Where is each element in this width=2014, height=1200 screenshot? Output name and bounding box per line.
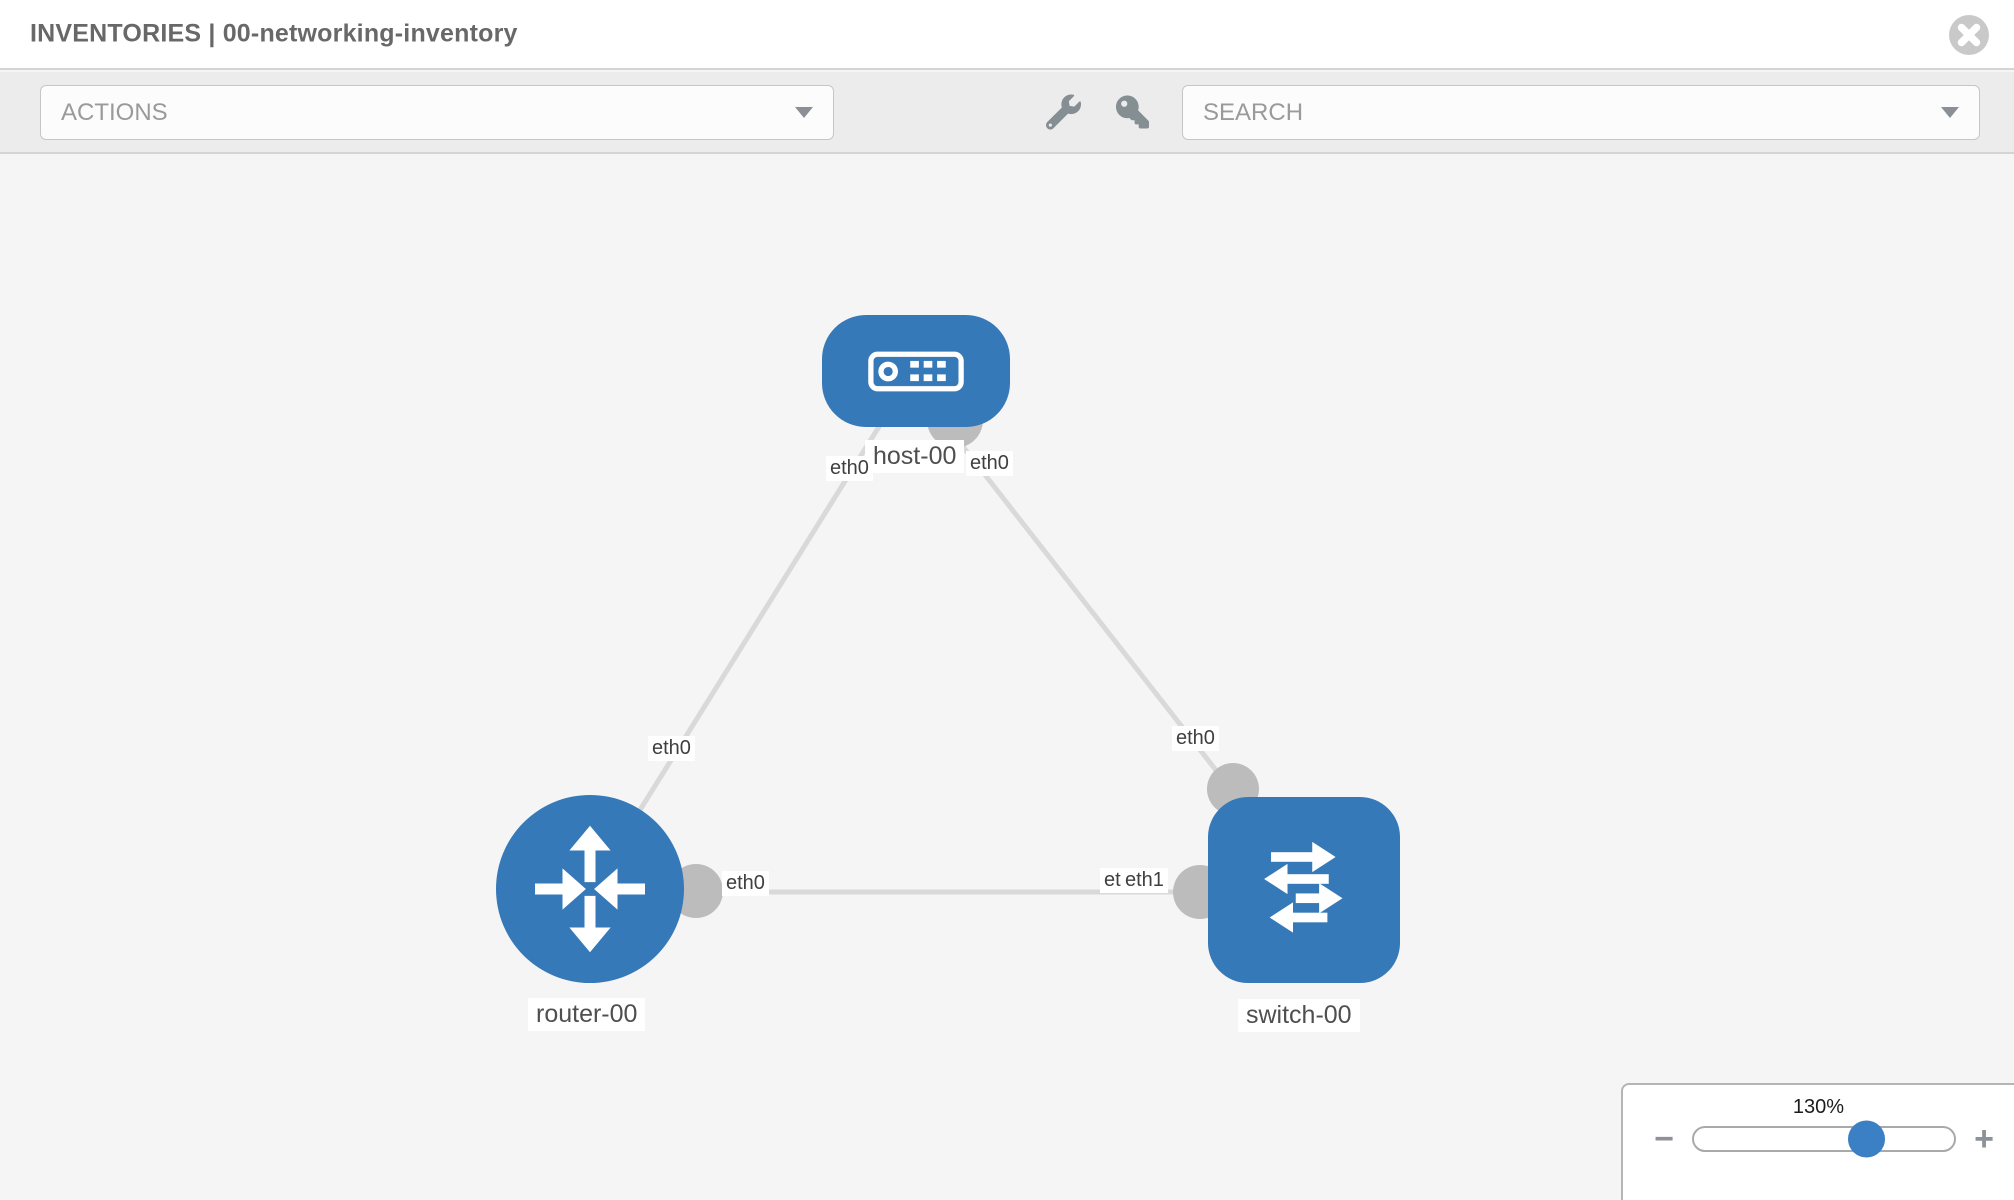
zoom-panel: 130% − + <box>1621 1083 2014 1200</box>
iface-label-switch-top: eth0 <box>1172 726 1219 751</box>
actions-dropdown-label: ACTIONS <box>61 98 168 126</box>
node-label-host: host-00 <box>865 440 965 473</box>
search-dropdown[interactable]: SEARCH <box>1182 85 1980 140</box>
iface-label-switch-left: eth1 <box>1121 868 1168 893</box>
iface-label-host-right: eth0 <box>966 451 1013 476</box>
node-label-switch: switch-00 <box>1238 999 1360 1032</box>
iface-label-router-right: eth0 <box>722 871 769 896</box>
actions-dropdown[interactable]: ACTIONS <box>40 85 834 140</box>
switch-icon <box>1264 841 1343 933</box>
zoom-out-button[interactable]: − <box>1654 1120 1674 1158</box>
credentials-button[interactable] <box>1116 95 1149 129</box>
zoom-slider-thumb[interactable] <box>1848 1120 1885 1158</box>
close-button[interactable] <box>1948 14 1990 56</box>
iface-label-host-left: eth0 <box>826 456 873 481</box>
zoom-level-readout: 130% <box>1792 1096 1845 1118</box>
close-icon <box>1949 15 1989 55</box>
chevron-down-icon <box>1941 107 1959 118</box>
key-icon <box>1116 95 1149 129</box>
node-router-00[interactable] <box>496 795 684 983</box>
zoom-in-button[interactable]: + <box>1974 1120 1994 1158</box>
chevron-down-icon <box>795 107 813 118</box>
tools-button[interactable] <box>1045 94 1081 130</box>
page-header: INVENTORIES | 00-networking-inventory <box>0 0 2014 70</box>
zoom-slider-track[interactable] <box>1692 1120 1956 1158</box>
iface-label-router-top: eth0 <box>648 736 695 761</box>
page-title: INVENTORIES | 00-networking-inventory <box>30 19 518 48</box>
search-placeholder: SEARCH <box>1203 98 1304 126</box>
toolbar: ACTIONS SEARCH <box>0 72 2014 154</box>
node-label-router: router-00 <box>528 998 646 1031</box>
zoom-slider-row: − + <box>1623 1120 2014 1158</box>
wrench-icon <box>1045 94 1081 130</box>
host-icon <box>868 351 964 391</box>
node-switch-00[interactable] <box>1208 797 1400 983</box>
router-icon <box>535 825 645 953</box>
node-host-00[interactable] <box>822 315 1010 427</box>
